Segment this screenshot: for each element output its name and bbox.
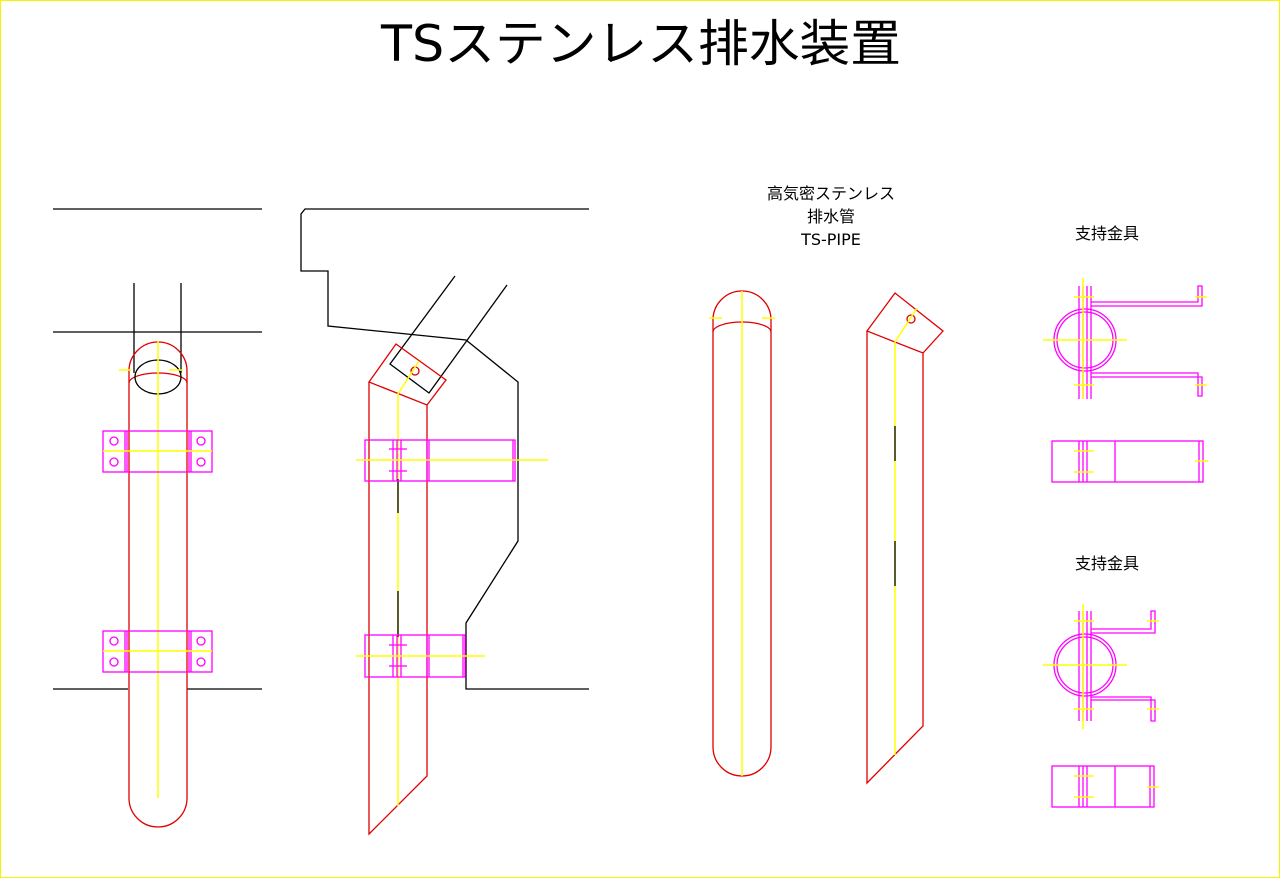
centerline — [397, 360, 420, 806]
front-view — [53, 208, 262, 828]
structure-outline — [300, 208, 589, 690]
centerline — [894, 307, 918, 755]
bracket-upper — [356, 439, 548, 482]
support-bracket-1: 支持金具 — [1043, 224, 1208, 483]
bracket-label-2: 支持金具 — [1075, 554, 1139, 573]
outlet-hole — [906, 314, 916, 324]
bracket-lower — [356, 634, 485, 678]
slanted-pipe — [865, 292, 944, 785]
pipe-label-line3: TS-PIPE — [800, 230, 861, 249]
centerline — [119, 341, 183, 798]
slanted-pipe — [367, 343, 447, 836]
pipe-parts: 高気密ステンレス 排水管 TS-PIPE — [709, 184, 944, 785]
support-bracket-2: 支持金具 — [1043, 554, 1159, 808]
bracket-lower — [102, 630, 213, 673]
pipe-label-line2: 排水管 — [807, 207, 855, 226]
side-view — [300, 208, 589, 836]
centerline — [709, 291, 775, 776]
pipe-label-line1: 高気密ステンレス — [767, 184, 895, 203]
pipe-outline — [128, 341, 188, 828]
drawing-title: TSステンレス排水装置 — [380, 15, 901, 73]
bracket-upper — [102, 430, 213, 473]
structure-lines — [53, 208, 262, 690]
straight-pipe — [712, 290, 772, 777]
bracket-label-1: 支持金具 — [1075, 224, 1139, 243]
outlet-lines — [389, 275, 508, 394]
